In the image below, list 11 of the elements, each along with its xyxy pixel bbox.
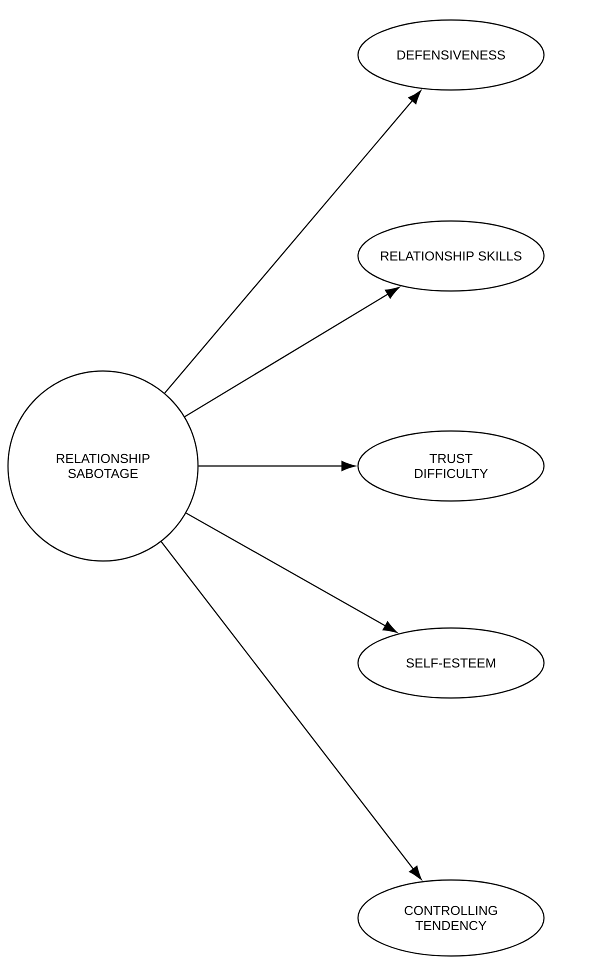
ellipse-node: CONTROLLING TENDENCY: [357, 879, 545, 957]
ellipse-node: TRUST DIFFICULTY: [357, 430, 545, 502]
arrow: [164, 90, 422, 394]
ellipse-node: DEFENSIVENESS: [357, 19, 545, 91]
ellipse-node: SELF-ESTEEM: [357, 627, 545, 699]
arrow: [198, 460, 356, 472]
arrow: [160, 541, 422, 880]
arrow: [184, 286, 400, 418]
ellipse-node: RELATIONSHIP SKILLS: [357, 220, 545, 292]
arrow: [186, 512, 398, 633]
circle-node: RELATIONSHIP SABOTAGE: [7, 370, 199, 562]
